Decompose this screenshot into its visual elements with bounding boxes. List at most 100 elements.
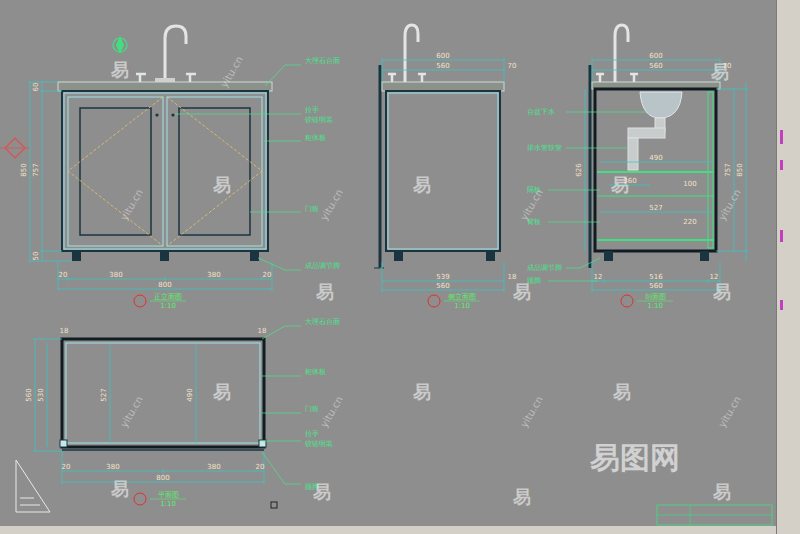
dimension-lines <box>382 58 504 292</box>
dimension-lines <box>28 82 272 291</box>
watermark: yitu.cn <box>319 188 345 222</box>
dimension-lines <box>585 58 748 292</box>
dimension-text: 600 <box>649 53 662 60</box>
dimension-text: 516 <box>649 274 662 281</box>
watermark: 易 <box>111 61 129 79</box>
watermark: 易 <box>711 63 729 81</box>
annotation-text: 门板 <box>305 206 319 213</box>
dimension-text: 380 <box>106 464 119 471</box>
watermark: yitu.cn <box>519 395 545 429</box>
annotation-text: 大理石台面 <box>305 319 340 326</box>
dimension-text: 560 <box>649 283 662 290</box>
dimension-text: 530 <box>38 388 45 401</box>
watermark: yitu.cn <box>219 55 245 89</box>
annotation-text: 成品调节脚 <box>305 263 340 270</box>
dimension-text: 757 <box>33 163 40 176</box>
watermark: 易 <box>613 383 631 401</box>
watermark: yitu.cn <box>119 395 145 429</box>
dimension-text: 527 <box>649 205 662 212</box>
dimension-text: 70 <box>508 63 517 70</box>
dimension-text: 527 <box>101 388 108 401</box>
annotation-text: 柜体板 <box>305 369 326 376</box>
watermark: 易 <box>611 176 629 194</box>
title-block <box>657 505 772 525</box>
toolbar-marks <box>780 130 783 310</box>
dimension-text: 60 <box>33 83 40 92</box>
view-title: 1:10 <box>160 303 176 310</box>
watermark: 易 <box>513 283 531 301</box>
watermark: 易 <box>513 488 531 506</box>
status-bar <box>0 526 776 534</box>
leader-lines <box>175 65 646 484</box>
dimension-text: 560 <box>26 388 33 401</box>
annotation-text: 大理石台面 <box>305 58 340 65</box>
dimension-text: 380 <box>207 464 220 471</box>
watermark: 易 <box>213 176 231 194</box>
dimension-text: 560 <box>436 283 449 290</box>
watermark: 易 <box>316 283 334 301</box>
annotation-text: 成品调节脚 <box>527 265 562 272</box>
watermark: yitu.cn <box>519 188 545 222</box>
dimension-text: 560 <box>436 63 449 70</box>
dimension-text: 560 <box>649 63 662 70</box>
toolbar <box>776 0 800 534</box>
view-title-marks <box>134 295 633 505</box>
dimension-text: 18 <box>60 328 69 335</box>
view-title: 1:10 <box>160 501 176 508</box>
annotation-text: 拉手 <box>305 107 319 114</box>
dimension-text: 100 <box>683 181 696 188</box>
watermark: 易 <box>413 176 431 194</box>
dimension-text: 600 <box>436 53 449 60</box>
view-title: 平面图 <box>158 492 179 499</box>
dimension-text: 50 <box>33 252 40 261</box>
annotation-text: 排水管软管 <box>527 145 562 152</box>
dimension-text: 490 <box>187 388 194 401</box>
watermark: 易 <box>713 283 731 301</box>
watermark: yitu.cn <box>119 188 145 222</box>
toolbar-edge <box>776 0 777 534</box>
cursor-box <box>271 502 277 508</box>
watermark: 易 <box>213 383 231 401</box>
ucs-icon <box>16 460 50 512</box>
annotation-text: 台盆下水 <box>527 109 555 116</box>
dimension-text: 539 <box>436 274 449 281</box>
watermark: 易 <box>713 483 731 501</box>
dimension-text: 490 <box>649 155 662 162</box>
side-elevation <box>374 25 504 268</box>
dimension-text: 800 <box>156 475 169 482</box>
watermark: 易图网 <box>590 443 680 473</box>
dimension-text: 380 <box>207 272 220 279</box>
front-elevation <box>0 26 272 261</box>
dimension-text: 20 <box>256 464 265 471</box>
view-title: 剖面图 <box>645 294 666 301</box>
view-title: 侧立面图 <box>448 294 476 301</box>
section-view <box>590 25 720 268</box>
annotation-text: 柜体板 <box>305 135 326 142</box>
dimension-text: 20 <box>62 464 71 471</box>
watermark: 易 <box>313 483 331 501</box>
dimension-text: 800 <box>158 282 171 289</box>
dimension-text: 18 <box>258 328 267 335</box>
dimension-text: 380 <box>109 272 122 279</box>
dimension-text: 850 <box>21 163 28 176</box>
watermark: yitu.cn <box>717 188 743 222</box>
watermark: 易 <box>413 383 431 401</box>
dimension-text: 12 <box>594 274 603 281</box>
dimension-text: 626 <box>576 163 583 176</box>
dimension-lines <box>33 339 264 484</box>
watermark: yitu.cn <box>319 395 345 429</box>
watermark: yitu.cn <box>717 395 743 429</box>
annotation-text: 铰链明装 <box>305 441 333 448</box>
annotation-text: 铰链明装 <box>305 117 333 124</box>
plan-view <box>60 339 266 450</box>
annotation-text: 门板 <box>305 406 319 413</box>
annotation-text: 拉手 <box>305 431 319 438</box>
dimension-text: 18 <box>508 274 517 281</box>
dimension-text: 220 <box>683 219 696 226</box>
dimension-text: 850 <box>737 163 744 176</box>
watermark: 易 <box>111 480 129 498</box>
view-title: 1:10 <box>454 303 470 310</box>
dimension-text: 12 <box>710 274 719 281</box>
view-title: 1:10 <box>647 303 663 310</box>
